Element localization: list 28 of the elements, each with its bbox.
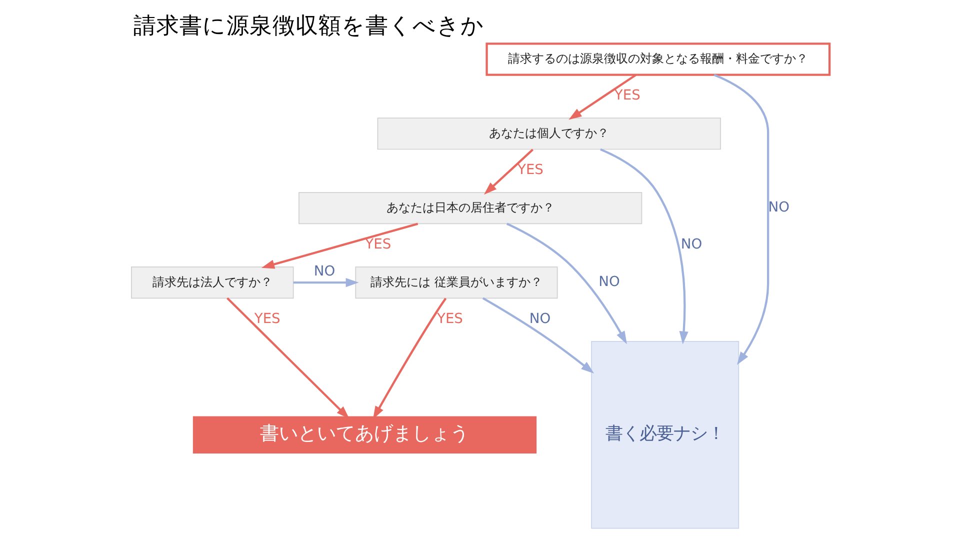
- edge-label: YES: [614, 88, 640, 104]
- arrow: [482, 297, 594, 374]
- edge-label: NO: [528, 311, 550, 328]
- edge-label: NO: [768, 199, 790, 216]
- arrow: [600, 148, 688, 344]
- node-box: あなたは個人ですか？: [376, 118, 720, 150]
- arrow: [226, 297, 349, 419]
- arrow: [483, 148, 533, 195]
- node-box: あなたは日本の居住者ですか？: [298, 192, 642, 224]
- arrow: [372, 298, 446, 420]
- node-box: 書く必要ナシ！: [590, 340, 739, 529]
- edge-label: YES: [364, 236, 391, 253]
- arrow: [713, 74, 769, 365]
- node-box: 請求するのは源泉徴収の対象となる報酬・料金ですか？: [485, 42, 830, 76]
- edge-label: NO: [598, 274, 620, 290]
- edge-label: YES: [436, 311, 462, 328]
- arrow: [292, 278, 358, 288]
- node-box: 請求先は法人ですか？: [130, 266, 294, 299]
- node-box: 請求先には 従業員がいますか？: [354, 266, 558, 299]
- arrow: [568, 74, 636, 120]
- diagram-title: 請求書に源泉徴収額を書くべきか: [132, 13, 484, 40]
- edge-label: YES: [517, 162, 543, 178]
- arrow: [506, 222, 626, 344]
- arrow: [260, 222, 418, 269]
- node-box: 書いといてあげましょう: [192, 416, 536, 454]
- edge-label: NO: [313, 263, 335, 280]
- edge-label: YES: [254, 311, 280, 328]
- edge-label: NO: [680, 236, 702, 253]
